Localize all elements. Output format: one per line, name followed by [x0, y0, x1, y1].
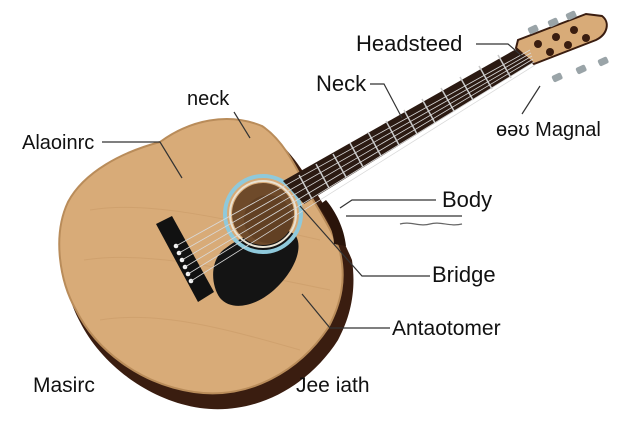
leader-magnet [521, 85, 541, 115]
rosette [223, 174, 303, 254]
label-neck-top: Neck [316, 71, 367, 96]
headstock [514, 12, 608, 66]
tuning-pegs [534, 26, 590, 56]
label-underline-squiggle [399, 222, 463, 226]
label-body: Body [442, 187, 493, 212]
label-bottom-mid: Jee iath [296, 374, 370, 397]
rosette-inner-ring [229, 180, 297, 248]
sound-hole-depth [244, 195, 292, 243]
label-left: Alaoinrc [22, 132, 95, 154]
label-bridge: Bridge [432, 262, 496, 287]
bridge [156, 216, 214, 302]
leader-headstock [476, 43, 523, 57]
label-magnet: ɵəʊ Magnal [496, 119, 601, 141]
label-anatomy: Antaotomer [392, 317, 501, 340]
leader-neck-left [233, 111, 251, 139]
label-bottom-left: Masirc [33, 374, 95, 397]
leader-body [339, 199, 436, 209]
label-headstock: Headsteed [356, 31, 463, 56]
tuner-buttons [527, 10, 609, 83]
leader-bridge [299, 205, 430, 277]
leader-lines [102, 43, 541, 329]
strings [175, 49, 536, 282]
leader-neck-top [370, 83, 403, 119]
label-neck-left: neck [187, 88, 230, 110]
leader-anatomy [301, 293, 390, 329]
leader-left [102, 141, 183, 179]
cutaway [318, 200, 346, 246]
